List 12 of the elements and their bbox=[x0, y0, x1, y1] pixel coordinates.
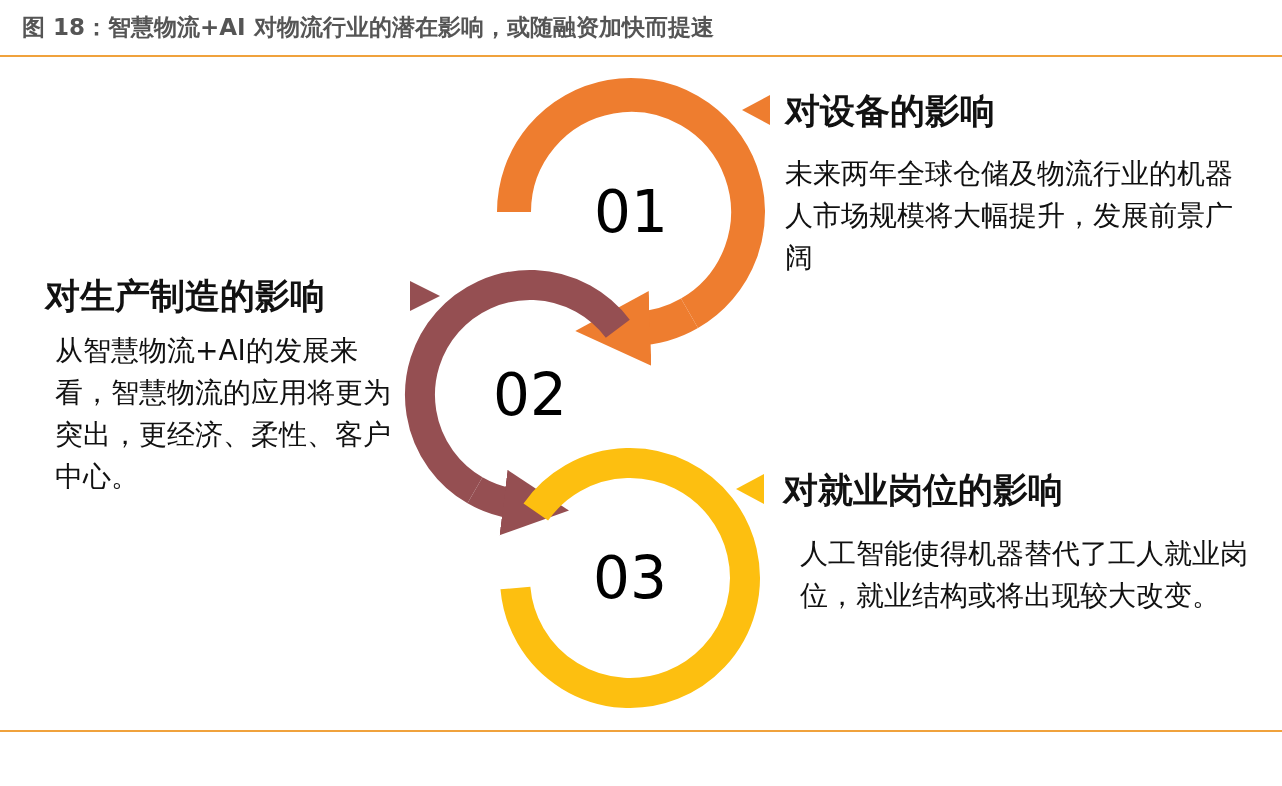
section-heading: 对设备的影响 bbox=[785, 90, 995, 133]
figure-title: 图 18：智慧物流+AI 对物流行业的潜在影响，或随融资加快而提速 bbox=[22, 13, 714, 42]
step-number: 03 bbox=[593, 544, 667, 612]
step-number: 02 bbox=[493, 361, 567, 429]
section-heading: 对就业岗位的影响 bbox=[783, 469, 1063, 512]
curved-arrow bbox=[468, 469, 569, 535]
curved-arrow bbox=[575, 290, 698, 365]
description-text: 未来两年全球仓储及物流行业的机器人市场规模将大幅提升，发展前景广阔 bbox=[785, 156, 1234, 276]
description-text: 从智慧物流+AI的发展来看，智慧物流的应用将更为突出，更经济、柔性、客户中心。 bbox=[55, 333, 392, 495]
step-number: 01 bbox=[594, 178, 668, 246]
section-heading: 对生产制造的影响 bbox=[45, 275, 325, 318]
description-text: 人工智能使得机器替代了工人就业岗位，就业结构或将出现较大改变。 bbox=[800, 536, 1249, 614]
